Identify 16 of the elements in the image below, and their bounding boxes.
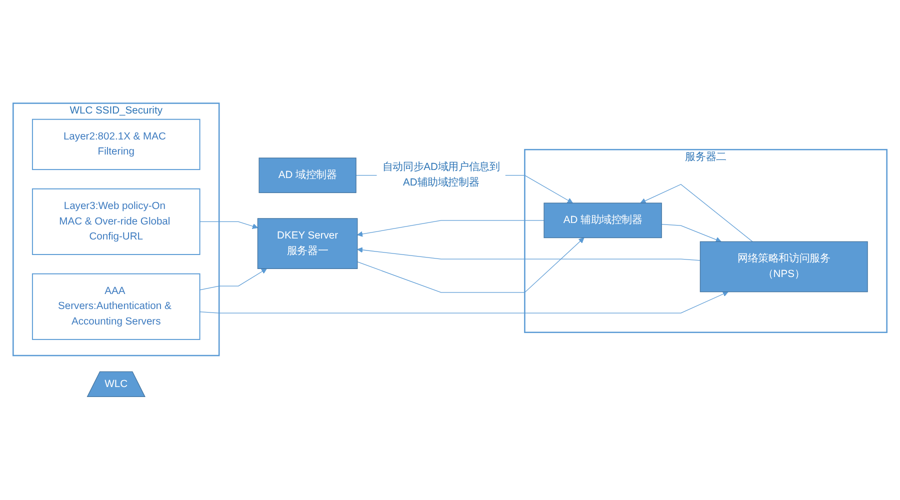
node-box: 网络策略和访问服务（NPS） bbox=[700, 241, 868, 292]
arrow bbox=[357, 238, 584, 293]
edge-label: 自动同步AD域用户信息到AD辅助域控制器 bbox=[382, 162, 500, 188]
arrow bbox=[199, 268, 267, 290]
node-box: AD 辅助域控制器 bbox=[544, 202, 662, 238]
arrow bbox=[357, 247, 701, 261]
arrow bbox=[640, 184, 753, 242]
node-box: Layer2:802.1X & MAC Filtering bbox=[32, 118, 200, 170]
arrow bbox=[357, 220, 544, 237]
arrow bbox=[199, 291, 728, 314]
node-box: AAA Servers:Authentication & Accounting Servers bbox=[32, 273, 200, 340]
node-box: AD 域控制器 bbox=[258, 158, 356, 194]
arrow bbox=[661, 224, 722, 242]
node-box: Layer3:Web policy-On MAC & Over-ride Global Config-URL bbox=[32, 188, 200, 255]
arrow bbox=[199, 221, 258, 229]
node-box: DKEY Server 服务器一 bbox=[257, 218, 358, 269]
